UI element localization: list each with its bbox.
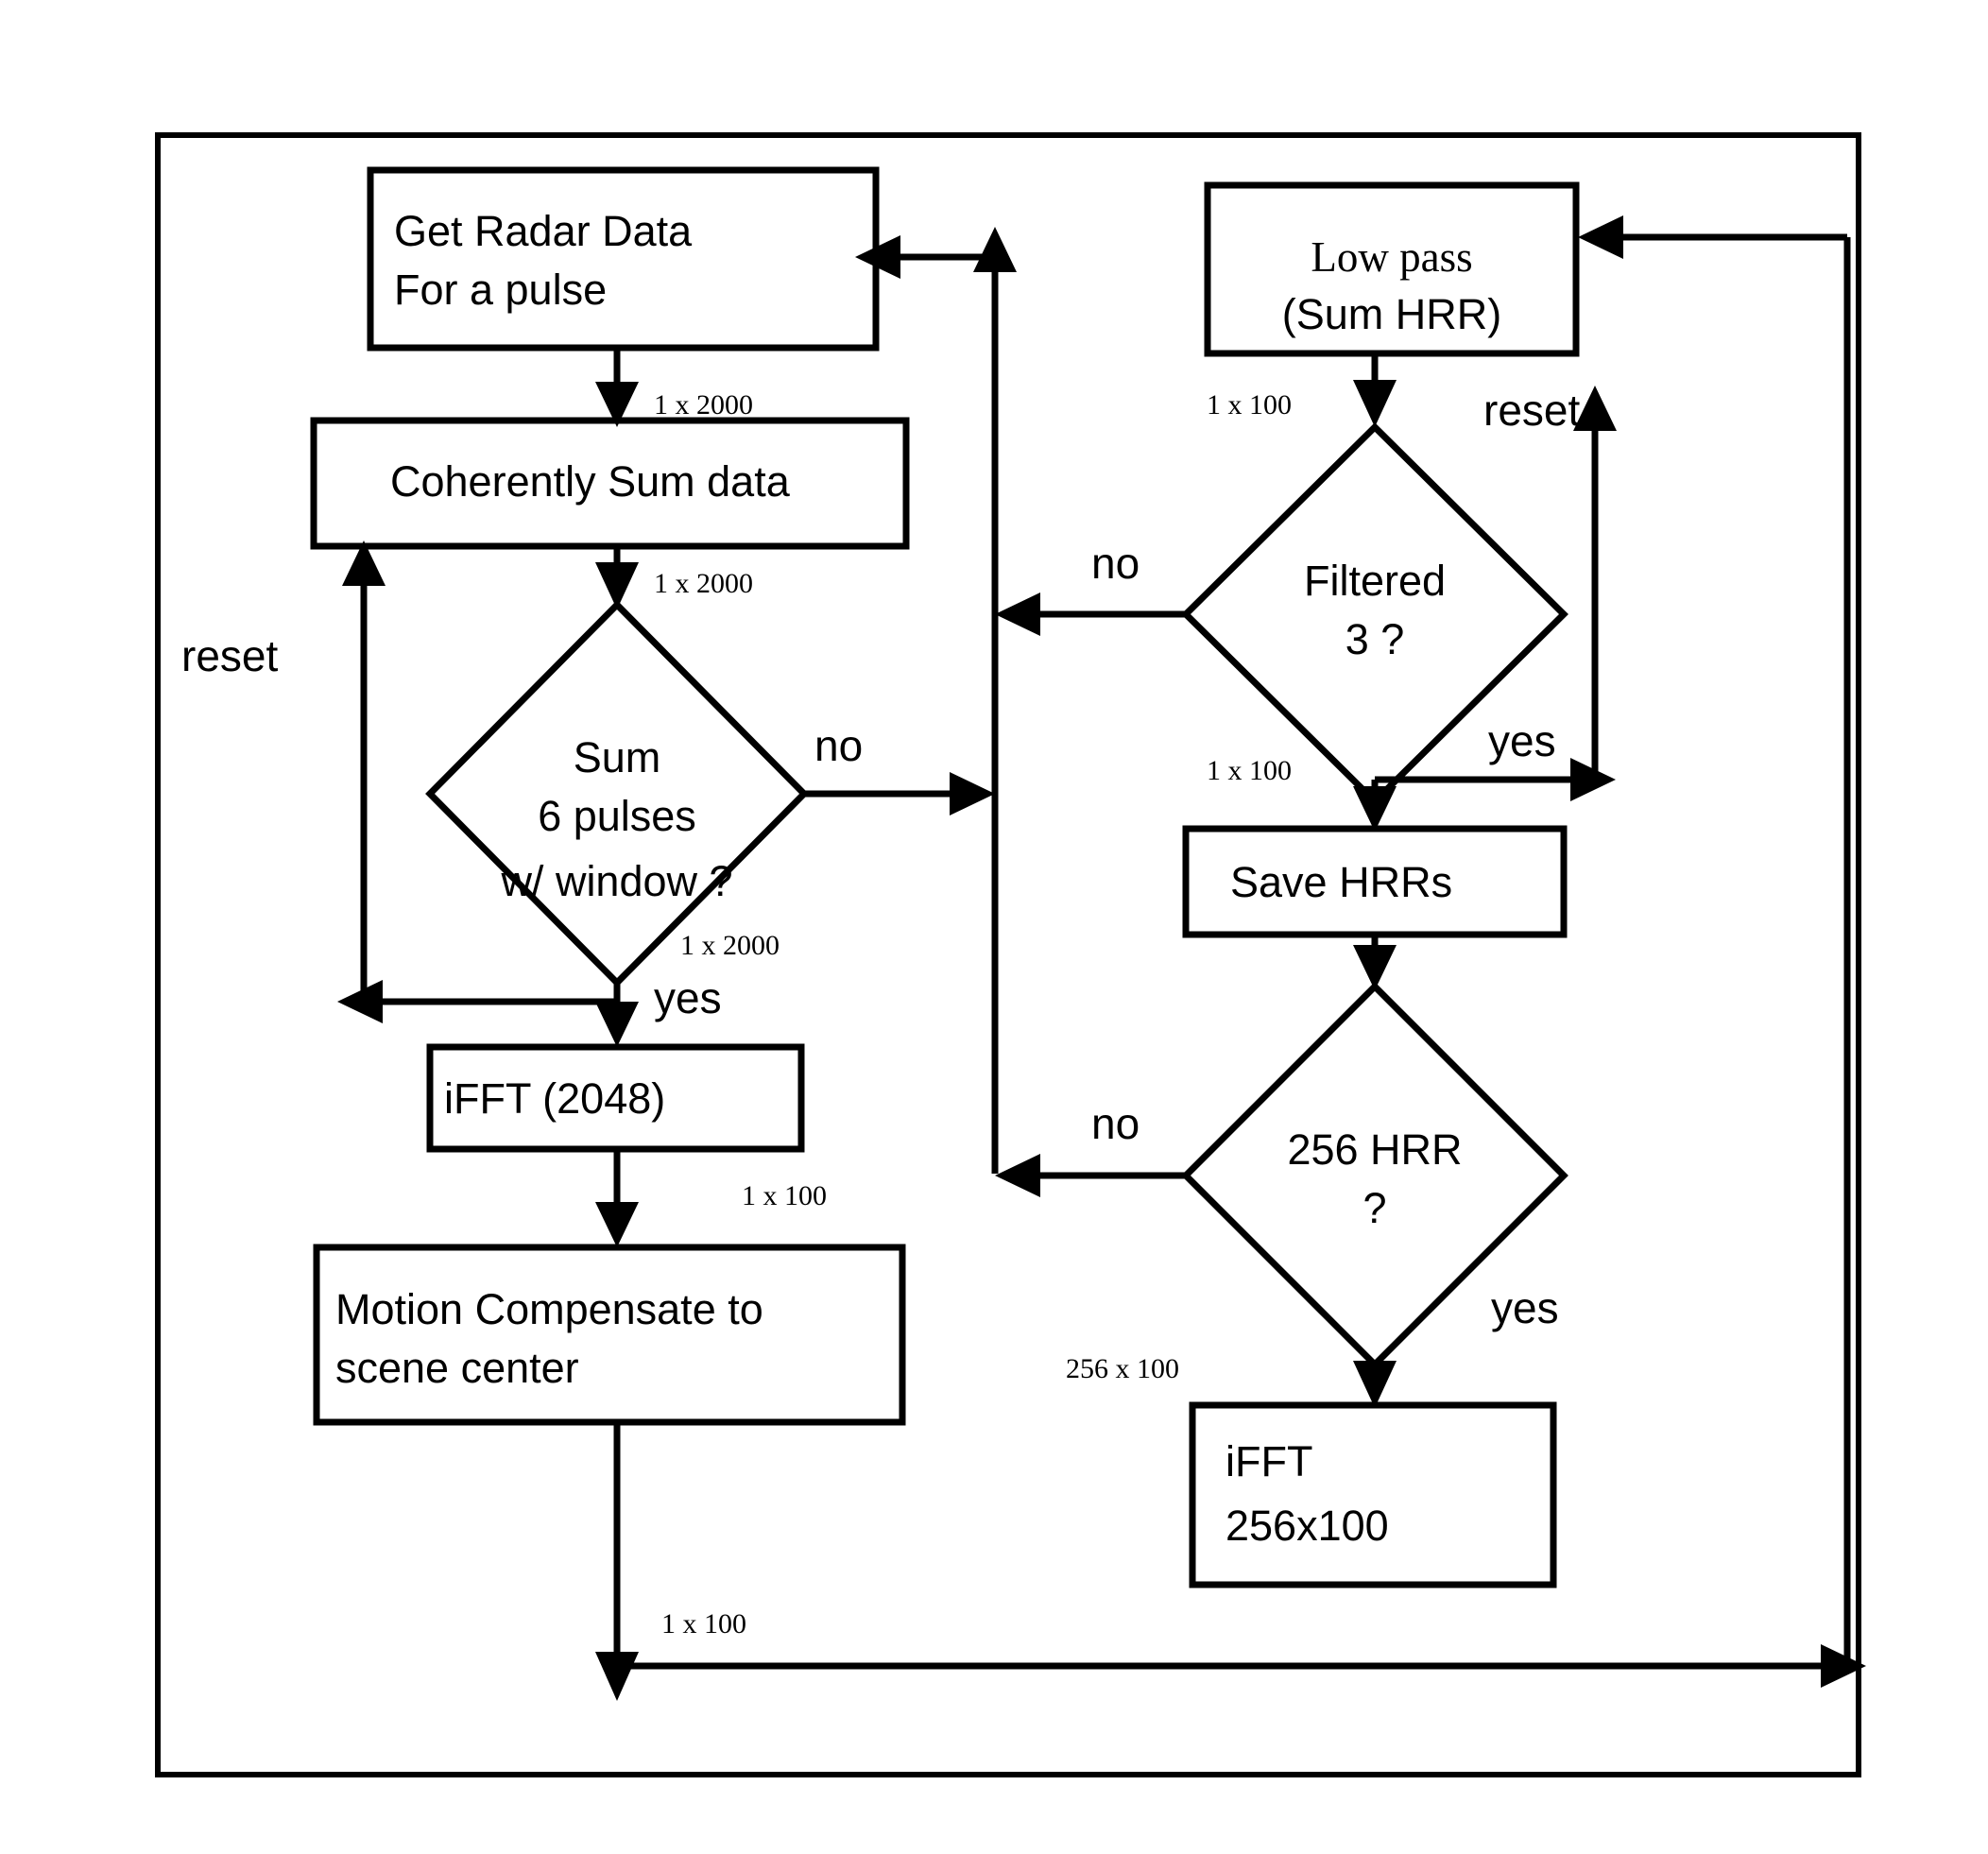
edge-label-hrr-to-ifft256: 256 x 100 xyxy=(1066,1353,1179,1384)
node-sum-6-pulses-line3: w/ window ? xyxy=(500,857,732,905)
node-ifft-2048-label: iFFT (2048) xyxy=(444,1074,665,1123)
edge-label-reset-right: reset xyxy=(1483,386,1580,435)
node-motion-compensate-line2: scene center xyxy=(335,1344,579,1392)
arrowhead-into-lowpass xyxy=(1578,215,1623,259)
node-low-pass-line2: (Sum HRR) xyxy=(1282,290,1502,338)
arrowhead-motion-down xyxy=(595,1652,639,1701)
arrowhead-bottom-feedback-right xyxy=(1821,1644,1866,1688)
node-ifft-256x100-line1: iFFT xyxy=(1225,1437,1312,1485)
edge-label-sum-to-decision: 1 x 2000 xyxy=(654,568,753,599)
edge-label-bottom-feedback: 1 x 100 xyxy=(661,1608,746,1639)
arrowhead-reset-left-horizontal xyxy=(337,980,383,1023)
node-low-pass-line1: Low pass xyxy=(1311,233,1472,281)
edge-label-get-to-sum: 1 x 2000 xyxy=(654,389,753,421)
node-save-hrrs-label: Save HRRs xyxy=(1230,858,1452,906)
node-get-radar-data-line1: Get Radar Data xyxy=(394,207,693,255)
node-save-hrrs[interactable] xyxy=(1182,825,1568,938)
edge-label-no-sum6: no xyxy=(814,721,863,770)
node-get-radar-data[interactable] xyxy=(367,166,880,352)
arrowhead-sum-to-decision xyxy=(595,562,639,609)
edge-label-no-filtered3: no xyxy=(1091,539,1140,588)
node-motion-compensate[interactable] xyxy=(313,1244,906,1426)
node-ifft-256x100[interactable] xyxy=(1189,1401,1557,1588)
edge-label-yes-sum6: yes xyxy=(654,973,722,1022)
arrowhead-get-to-sum xyxy=(595,382,639,427)
node-ifft-256x100-line2: 256x100 xyxy=(1225,1502,1389,1550)
arrowhead-no-filtered3 xyxy=(995,592,1040,636)
arrowhead-filtered-to-save xyxy=(1353,786,1397,832)
edge-label-yes-filtered3: yes xyxy=(1488,716,1556,765)
edge-label-filtered-to-save: 1 x 100 xyxy=(1207,755,1292,786)
arrowhead-no-sum6 xyxy=(950,772,995,815)
node-motion-compensate-line1: Motion Compensate to xyxy=(335,1285,763,1333)
edge-label-yes-256hrr: yes xyxy=(1491,1283,1559,1332)
arrowhead-save-to-256hrr xyxy=(1353,945,1397,990)
node-coherently-sum-data[interactable] xyxy=(310,417,910,550)
outer-frame xyxy=(155,132,1861,1777)
arrowhead-trunk-top xyxy=(973,227,1017,272)
node-sum-6-pulses-line2: 6 pulses xyxy=(538,792,696,840)
edge-label-no-256hrr: no xyxy=(1091,1099,1140,1148)
node-filtered-3-line1: Filtered xyxy=(1304,557,1446,605)
node-coherently-sum-data-label: Coherently Sum data xyxy=(390,457,791,506)
node-low-pass[interactable] xyxy=(1204,181,1580,357)
edge-label-decision-to-ifft: 1 x 2000 xyxy=(680,930,780,961)
node-get-radar-data-line2: For a pulse xyxy=(394,266,607,314)
arrowhead-yes-sum6 xyxy=(595,1002,639,1047)
arrowhead-no-256hrr xyxy=(995,1154,1040,1197)
arrowhead-yes-256hrr xyxy=(1353,1361,1397,1408)
arrowhead-ifft-to-motion xyxy=(595,1202,639,1247)
node-256-hrr-line2: ? xyxy=(1362,1184,1386,1232)
edge-label-reset-left: reset xyxy=(181,631,278,680)
arrowhead-reset-left xyxy=(342,541,386,586)
arrowhead-lowpass-to-filtered xyxy=(1353,380,1397,427)
edge-label-lowpass-to-filtered: 1 x 100 xyxy=(1207,389,1292,421)
node-sum-6-pulses-line1: Sum xyxy=(574,733,661,781)
arrowhead-trunk-to-getradar xyxy=(855,235,900,279)
arrowhead-yes-filtered3-up xyxy=(1573,386,1617,431)
edge-reset-left-path xyxy=(364,983,621,1005)
edge-label-ifft-to-motion: 1 x 100 xyxy=(742,1180,827,1211)
node-filtered-3-line2: 3 ? xyxy=(1345,615,1405,663)
node-256-hrr-line1: 256 HRR xyxy=(1287,1125,1462,1174)
